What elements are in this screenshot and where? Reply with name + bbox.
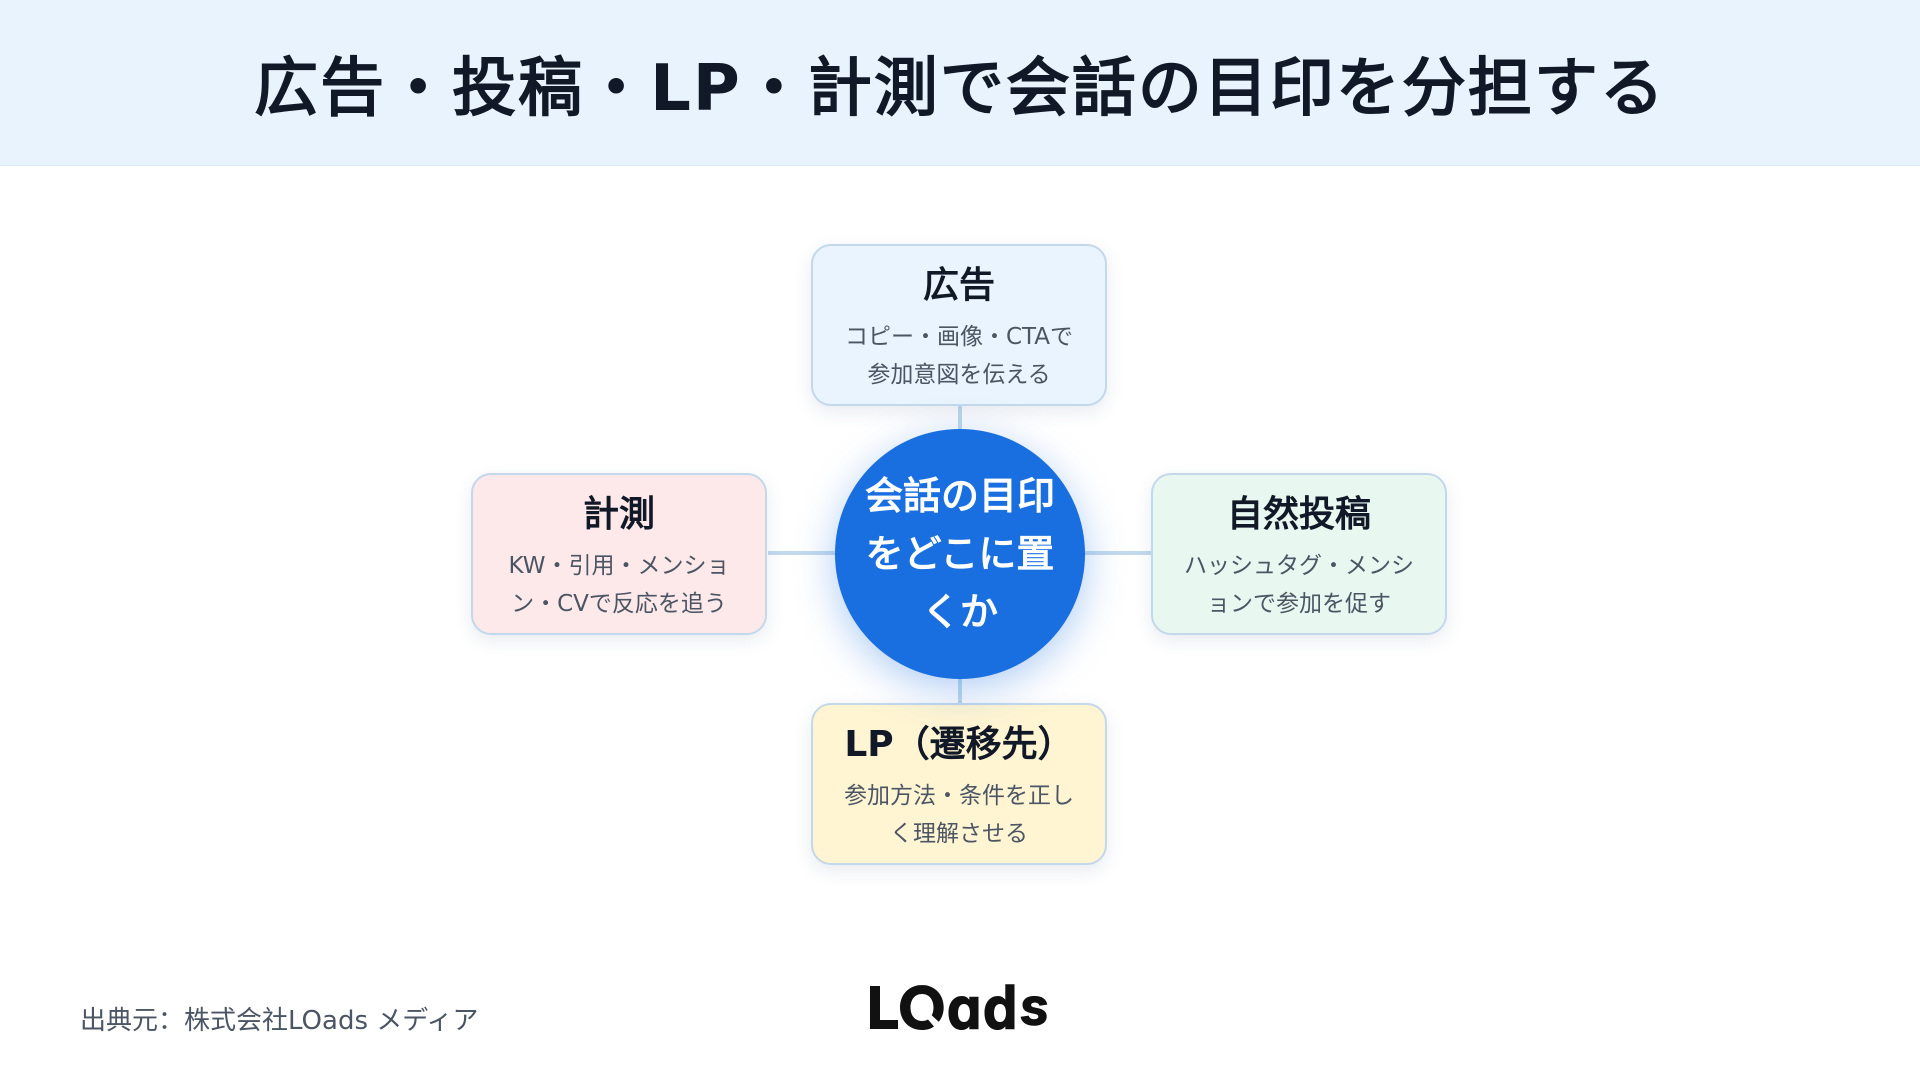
center-circle: 会話の目印 をどこに置 くか xyxy=(835,429,1085,679)
node-ads-title: 広告 xyxy=(922,265,995,306)
connector-left xyxy=(768,551,838,555)
node-measurement-title: 計測 xyxy=(582,494,655,535)
node-landing-page-desc: 参加方法・条件を正し く理解させる xyxy=(844,783,1074,847)
node-organic-posts-desc: ハッシュタグ・メンシ ョンで参加を促す xyxy=(1184,553,1414,617)
loads-logo xyxy=(870,984,1048,1030)
node-measurement: 計測 KW・引用・メンショ ン・CVで反応を追う xyxy=(471,473,767,635)
node-landing-page-title: LP（遷移先） xyxy=(844,724,1074,765)
header-band: 広告・投稿・LP・計測で会話の目印を分担する xyxy=(0,0,1920,166)
center-text: 会話の目印 をどこに置 くか xyxy=(864,474,1055,634)
connector-right xyxy=(1082,551,1152,555)
node-organic-posts: 自然投稿 ハッシュタグ・メンシ ョンで参加を促す xyxy=(1151,473,1447,635)
node-ads: 広告 コピー・画像・CTAで 参加意図を伝える xyxy=(811,244,1107,406)
node-measurement-desc: KW・引用・メンショ ン・CVで反応を追う xyxy=(508,553,730,617)
source-credit: 出典元：株式会社LOads メディア xyxy=(80,1006,479,1036)
node-landing-page: LP（遷移先） 参加方法・条件を正し く理解させる xyxy=(811,703,1107,865)
connector-top xyxy=(958,405,962,435)
node-ads-desc: コピー・画像・CTAで 参加意図を伝える xyxy=(844,324,1074,388)
node-organic-posts-title: 自然投稿 xyxy=(1226,494,1371,535)
page-title: 広告・投稿・LP・計測で会話の目印を分担する xyxy=(254,51,1666,126)
connector-bottom xyxy=(958,675,962,705)
